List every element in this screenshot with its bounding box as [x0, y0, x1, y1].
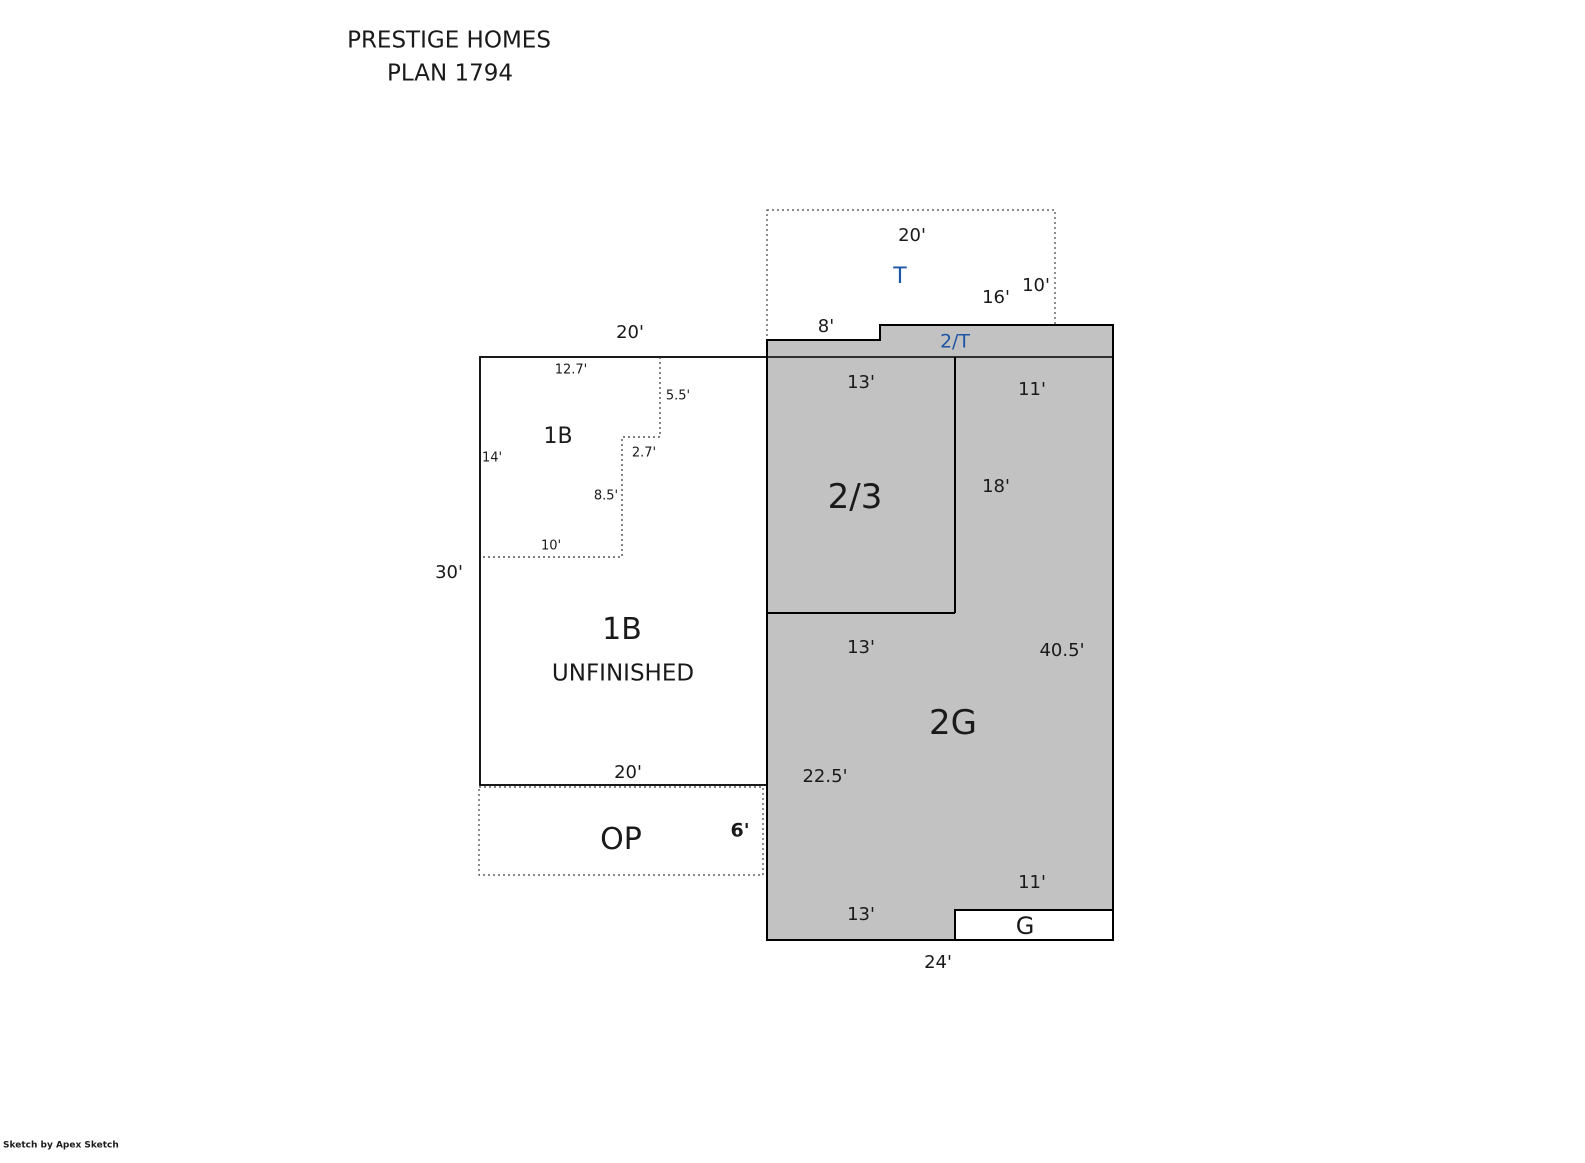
dim-1b-14: 14' — [481, 450, 503, 466]
dim-1b-55: 5.5' — [665, 388, 691, 404]
dim-t-10: 10' — [1022, 275, 1050, 296]
dim-2g-13-top: 13' — [847, 637, 875, 658]
title-line-2: PLAN 1794 — [387, 60, 513, 87]
area-label-unfinished: UNFINISHED — [551, 660, 695, 687]
area-label-2t: 2/T — [939, 330, 971, 353]
dim-2g-405: 40.5' — [1039, 640, 1085, 661]
dim-1b-10: 10' — [540, 538, 562, 554]
dim-op-6: 6' — [730, 819, 750, 842]
dim-left-30: 30' — [435, 562, 463, 583]
dim-1b-bottom-20: 20' — [614, 762, 642, 783]
dim-1b-127: 12.7' — [554, 362, 588, 378]
dim-2g-225: 22.5' — [802, 766, 848, 787]
area-label-1b-small: 1B — [543, 424, 573, 449]
area-label-23: 2/3 — [827, 477, 883, 517]
dim-23-top-13: 13' — [847, 372, 875, 393]
dim-1b-top-20: 20' — [616, 322, 644, 343]
dim-strip-8: 8' — [817, 316, 835, 337]
dim-t-16: 16' — [982, 287, 1010, 308]
dim-right-18: 18' — [982, 476, 1010, 497]
footer-credit: Sketch by Apex Sketch — [3, 1140, 119, 1151]
two-story-gray-area — [766, 324, 1114, 941]
dim-t-top-20: 20' — [898, 225, 926, 246]
area-label-g: G — [1015, 912, 1035, 940]
basement-1b-outline — [479, 356, 768, 786]
area-label-1b-big: 1B — [602, 612, 642, 647]
dim-1b-27: 2.7' — [631, 445, 657, 461]
dim-right-11: 11' — [1018, 379, 1046, 400]
dim-bottom-24: 24' — [924, 952, 952, 973]
dim-1b-85: 8.5' — [593, 488, 619, 504]
dim-g-11: 11' — [1018, 872, 1046, 893]
op-dotted-outline — [478, 786, 764, 876]
basement-dotted-partition — [480, 357, 661, 558]
title-line-1: PRESTIGE HOMES — [347, 27, 551, 54]
area-label-t: T — [893, 264, 907, 289]
dim-2g-13-bottom: 13' — [847, 904, 875, 925]
garage-box — [954, 909, 1114, 941]
area-label-op: OP — [600, 822, 642, 857]
area-label-2g: 2G — [929, 703, 977, 743]
